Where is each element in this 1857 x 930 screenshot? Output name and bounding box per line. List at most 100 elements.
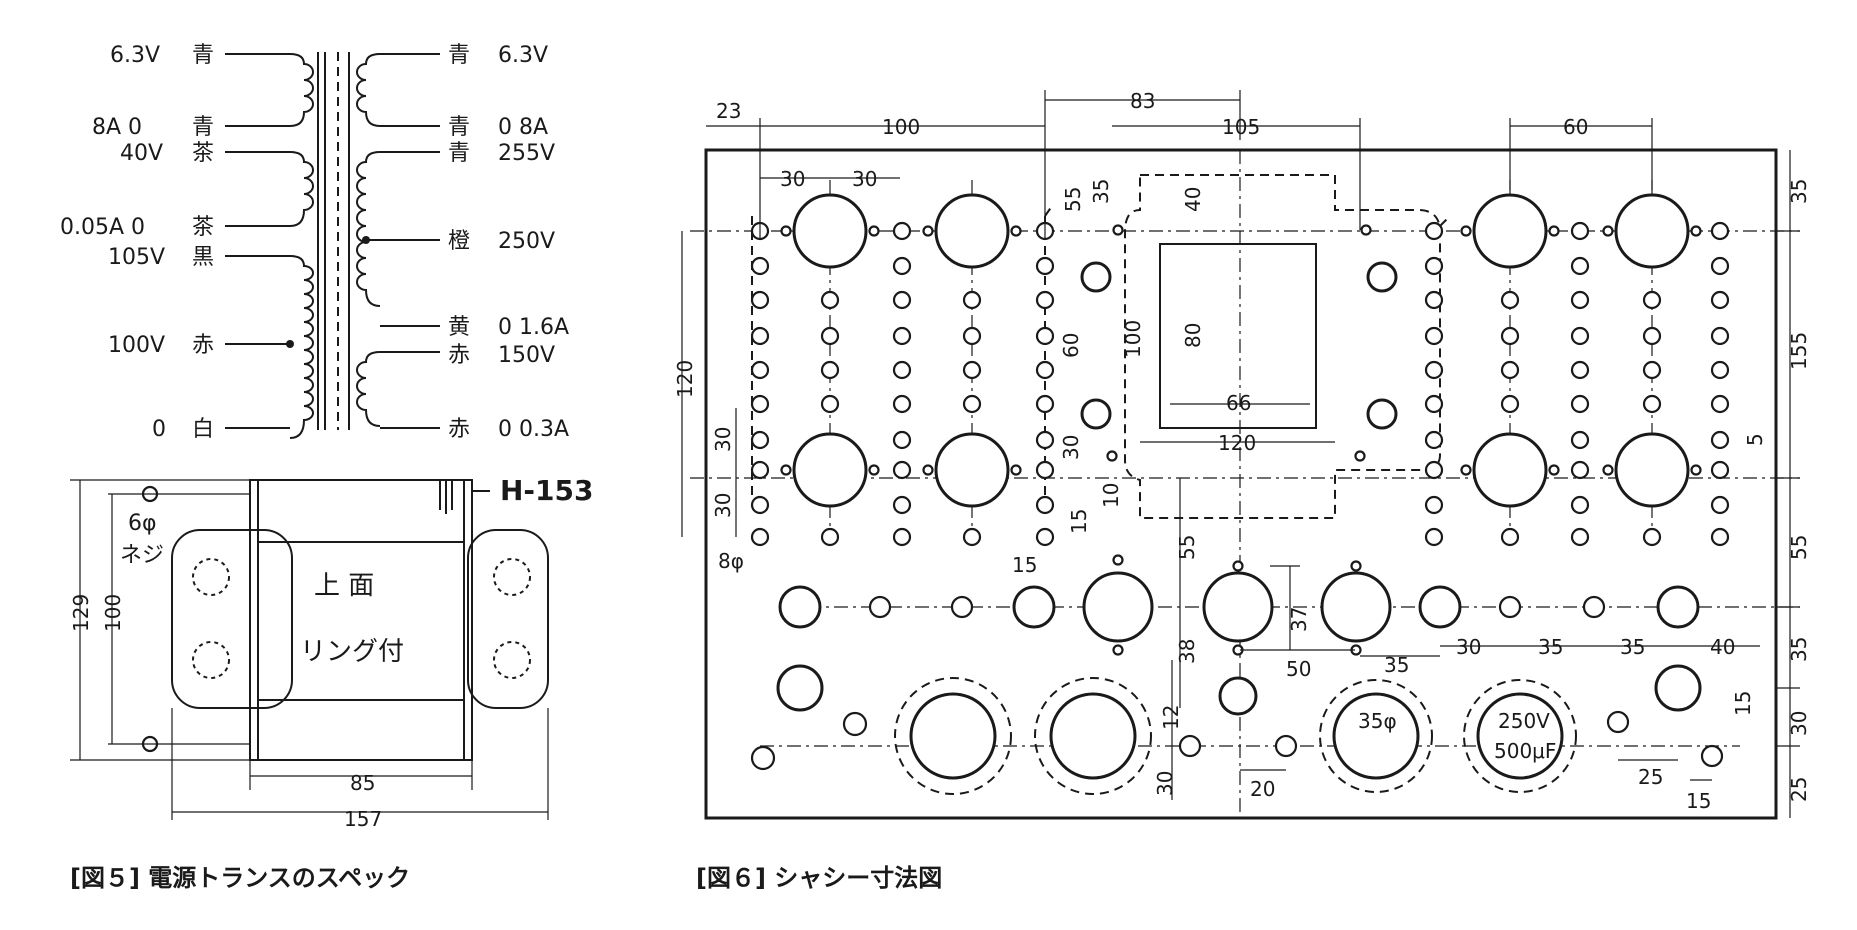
chassis-hole [1642,326,1662,346]
tube-socket [1614,193,1690,269]
dim: 30 [1787,711,1811,736]
model-label: H-153 [500,474,594,507]
chassis-hole [922,464,934,476]
chassis-hole [1500,326,1520,346]
fig5-caption: [図５] 電源トランスのスペック [70,864,410,892]
chassis-hole [750,460,770,480]
chassis-hole [1710,360,1730,380]
chassis-hole [1570,326,1590,346]
screw-label: ネジ [120,543,164,568]
right-tap-color: 青 [448,141,470,166]
dim: 15 [1067,509,1091,534]
chassis-hole [1360,224,1372,236]
chassis-hole [962,360,982,380]
dim: 120 [1218,431,1256,455]
dim: 155 [1787,332,1811,370]
chassis-hole [1710,221,1730,241]
dim: 37 [1287,607,1311,632]
chassis-hole [1710,430,1730,450]
chassis-hole [1350,560,1362,572]
transformer-top-view: 上 面 リング付 H-153 6φ ネジ 129 100 85 157 [69,474,594,831]
dim: 30 [1456,635,1481,659]
chassis-hole [1548,225,1560,237]
dim-157: 157 [344,807,382,831]
chassis-hole [1112,554,1124,566]
dim-129: 129 [69,594,93,632]
dim: 35 [1620,635,1645,659]
chassis-hole [750,394,770,414]
chassis-hole [892,527,912,547]
screw-label: 6φ [128,511,157,536]
left-tap-voltage: 100V [108,333,165,358]
dim: 8φ [718,549,744,573]
chassis-hole [892,326,912,346]
dim: 12 [1159,705,1183,730]
chassis-hole [750,527,770,547]
right-tap-color: 黄 [448,315,470,340]
right-tap-color: 橙 [448,229,470,254]
right-tap-color: 赤 [448,417,470,442]
dim: 120 [673,360,697,398]
dim: 15 [1686,789,1711,813]
left-tap-color: 茶 [192,215,214,240]
chassis-hole [1035,460,1055,480]
chassis-hole [892,221,912,241]
tube-socket [1614,432,1690,508]
left-tap-color: 青 [192,43,214,68]
chassis-hole [892,430,912,450]
tube-sockets [792,193,1690,643]
chassis-hole [1035,527,1055,547]
dim: 5 [1743,433,1767,446]
chassis-hole [820,290,840,310]
dim: 30 [711,427,735,452]
dim: 66 [1226,391,1251,415]
chassis-hole [1460,225,1472,237]
dim: 55 [1175,535,1199,560]
left-tap-voltage: 105V [108,245,165,270]
left-tap-color: 茶 [192,141,214,166]
chassis-hole [1010,225,1022,237]
tube-socket [1082,571,1154,643]
left-tap-voltage: 40V [120,141,163,166]
chassis-hole [1354,450,1366,462]
chassis-hole [962,290,982,310]
chassis-hole [892,256,912,276]
tube-socket [1202,571,1274,643]
chassis-dimensions: 23 100 83 105 60 30 30 55 35 40 80 66 12… [673,89,1811,818]
chassis-hole [1570,527,1590,547]
chassis-hole [1500,394,1520,414]
right-tap-color: 青 [448,115,470,140]
chassis-hole [1010,464,1022,476]
dim: 50 [1286,657,1311,681]
chassis-hole [1035,290,1055,310]
dim-85: 85 [350,771,375,795]
dim: 40 [1181,187,1205,212]
tube-socket [1472,193,1548,269]
chassis-hole [1710,527,1730,547]
right-tap-voltage: 255V [498,141,555,166]
dim: 105 [1222,115,1260,139]
chassis-hole [750,256,770,276]
dim: 83 [1130,89,1155,113]
right-tap-voltage: 250V [498,229,555,254]
chassis-hole [892,495,912,515]
right-tap-voltage: 6.3V [498,43,548,68]
cap-label: 500μF [1494,739,1556,763]
dim: 25 [1787,777,1811,802]
fig6-caption: [図６] シャシー寸法図 [696,864,942,892]
dim: 35 [1089,179,1113,204]
chassis-hole [1035,430,1055,450]
chassis-hole [1035,495,1055,515]
dim: 30 [1059,435,1083,460]
chassis-hole [820,394,840,414]
dim: 20 [1250,777,1275,801]
chassis-hole [1112,224,1124,236]
chassis-hole [1035,394,1055,414]
dim: 15 [1012,553,1037,577]
dim: 30 [852,167,877,191]
chassis-hole [1710,394,1730,414]
right-tap-voltage: 0 0.3A [498,417,569,442]
chassis-hole [1424,326,1444,346]
capacitor-holes: 35φ 250V 500μF [894,677,1577,795]
chassis-hole [1500,360,1520,380]
